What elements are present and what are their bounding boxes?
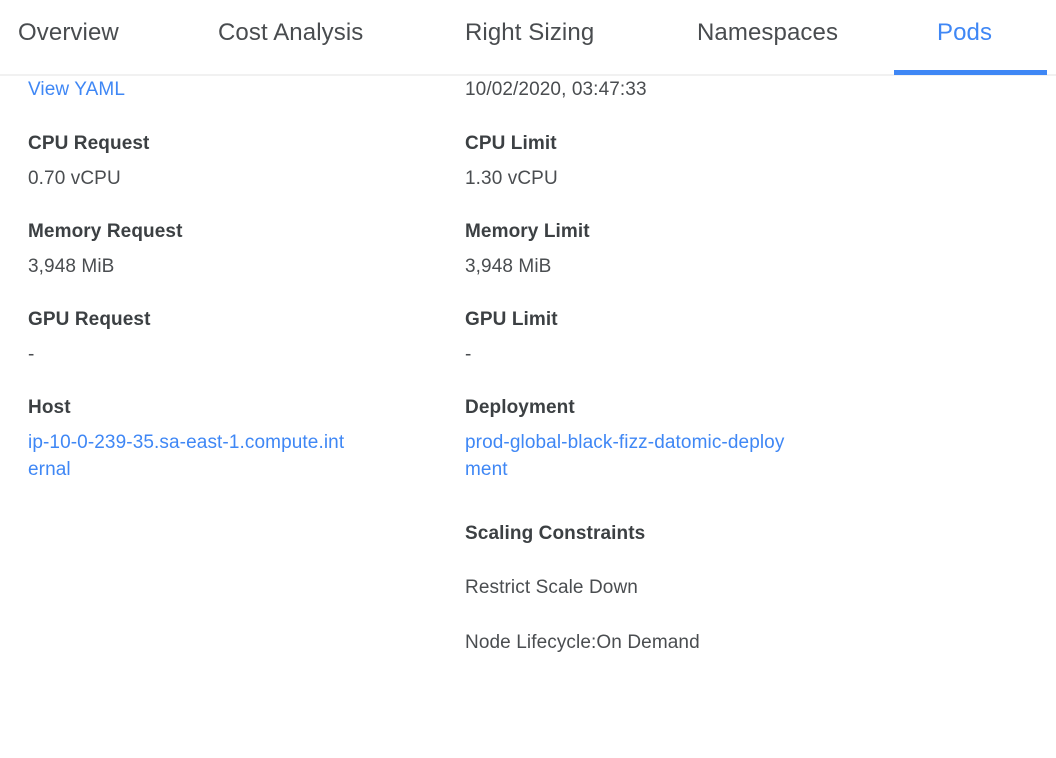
field-deployment-label: Deployment <box>465 397 575 418</box>
field-memory-limit-value: 3,948 MiB <box>465 256 552 277</box>
tab-bar: Overview Cost Analysis Right Sizing Name… <box>0 0 1056 76</box>
view-yaml-row: View YAML <box>28 76 368 103</box>
field-memory-limit-label: Memory Limit <box>465 221 590 242</box>
tab-pods[interactable]: Pods <box>937 19 993 46</box>
section-spacer <box>465 511 805 522</box>
field-cpu-request: CPU Request 0.70 vCPU <box>28 132 368 192</box>
scaling-constraints-section: Scaling Constraints <box>465 522 805 546</box>
scaling-constraint-item-0: Restrict Scale Down <box>465 577 638 598</box>
pod-details-left-column: View YAML CPU Request 0.70 vCPU Memory R… <box>28 76 368 511</box>
field-cpu-request-value: 0.70 vCPU <box>28 168 121 189</box>
pod-timestamp: 10/02/2020, 03:47:33 <box>465 79 647 100</box>
field-memory-request-value: 3,948 MiB <box>28 256 115 277</box>
view-yaml-link[interactable]: View YAML <box>28 79 126 100</box>
field-gpu-request-label: GPU Request <box>28 309 151 330</box>
tab-cost-analysis[interactable]: Cost Analysis <box>218 19 364 46</box>
field-gpu-limit: GPU Limit - <box>465 308 805 368</box>
field-host-label: Host <box>28 397 71 418</box>
field-cpu-limit: CPU Limit 1.30 vCPU <box>465 132 805 192</box>
active-tab-indicator <box>894 70 1047 75</box>
field-deployment-value-link[interactable]: prod-global-black-fizz-datomic-deploymen… <box>465 432 785 480</box>
field-memory-request-label: Memory Request <box>28 221 183 242</box>
field-cpu-request-label: CPU Request <box>28 133 150 154</box>
field-host: Host ip-10-0-239-35.sa-east-1.compute.in… <box>28 396 368 483</box>
tab-namespaces[interactable]: Namespaces <box>697 19 839 46</box>
field-cpu-limit-value: 1.30 vCPU <box>465 168 558 189</box>
tab-overview[interactable]: Overview <box>18 19 119 46</box>
field-deployment: Deployment prod-global-black-fizz-datomi… <box>465 396 805 483</box>
scaling-constraints-label: Scaling Constraints <box>465 523 646 544</box>
field-memory-request: Memory Request 3,948 MiB <box>28 220 368 280</box>
field-gpu-request: GPU Request - <box>28 308 368 368</box>
scaling-constraint-item-1: Node Lifecycle:On Demand <box>465 632 700 653</box>
pod-details-right-column: 10/02/2020, 03:47:33 CPU Limit 1.30 vCPU… <box>465 76 805 684</box>
tab-right-sizing[interactable]: Right Sizing <box>465 19 595 46</box>
field-memory-limit: Memory Limit 3,948 MiB <box>465 220 805 280</box>
field-gpu-limit-label: GPU Limit <box>465 309 558 330</box>
field-cpu-limit-label: CPU Limit <box>465 133 557 154</box>
field-gpu-request-value: - <box>28 344 35 365</box>
field-gpu-limit-value: - <box>465 344 472 365</box>
field-host-value-link[interactable]: ip-10-0-239-35.sa-east-1.compute.interna… <box>28 432 345 480</box>
